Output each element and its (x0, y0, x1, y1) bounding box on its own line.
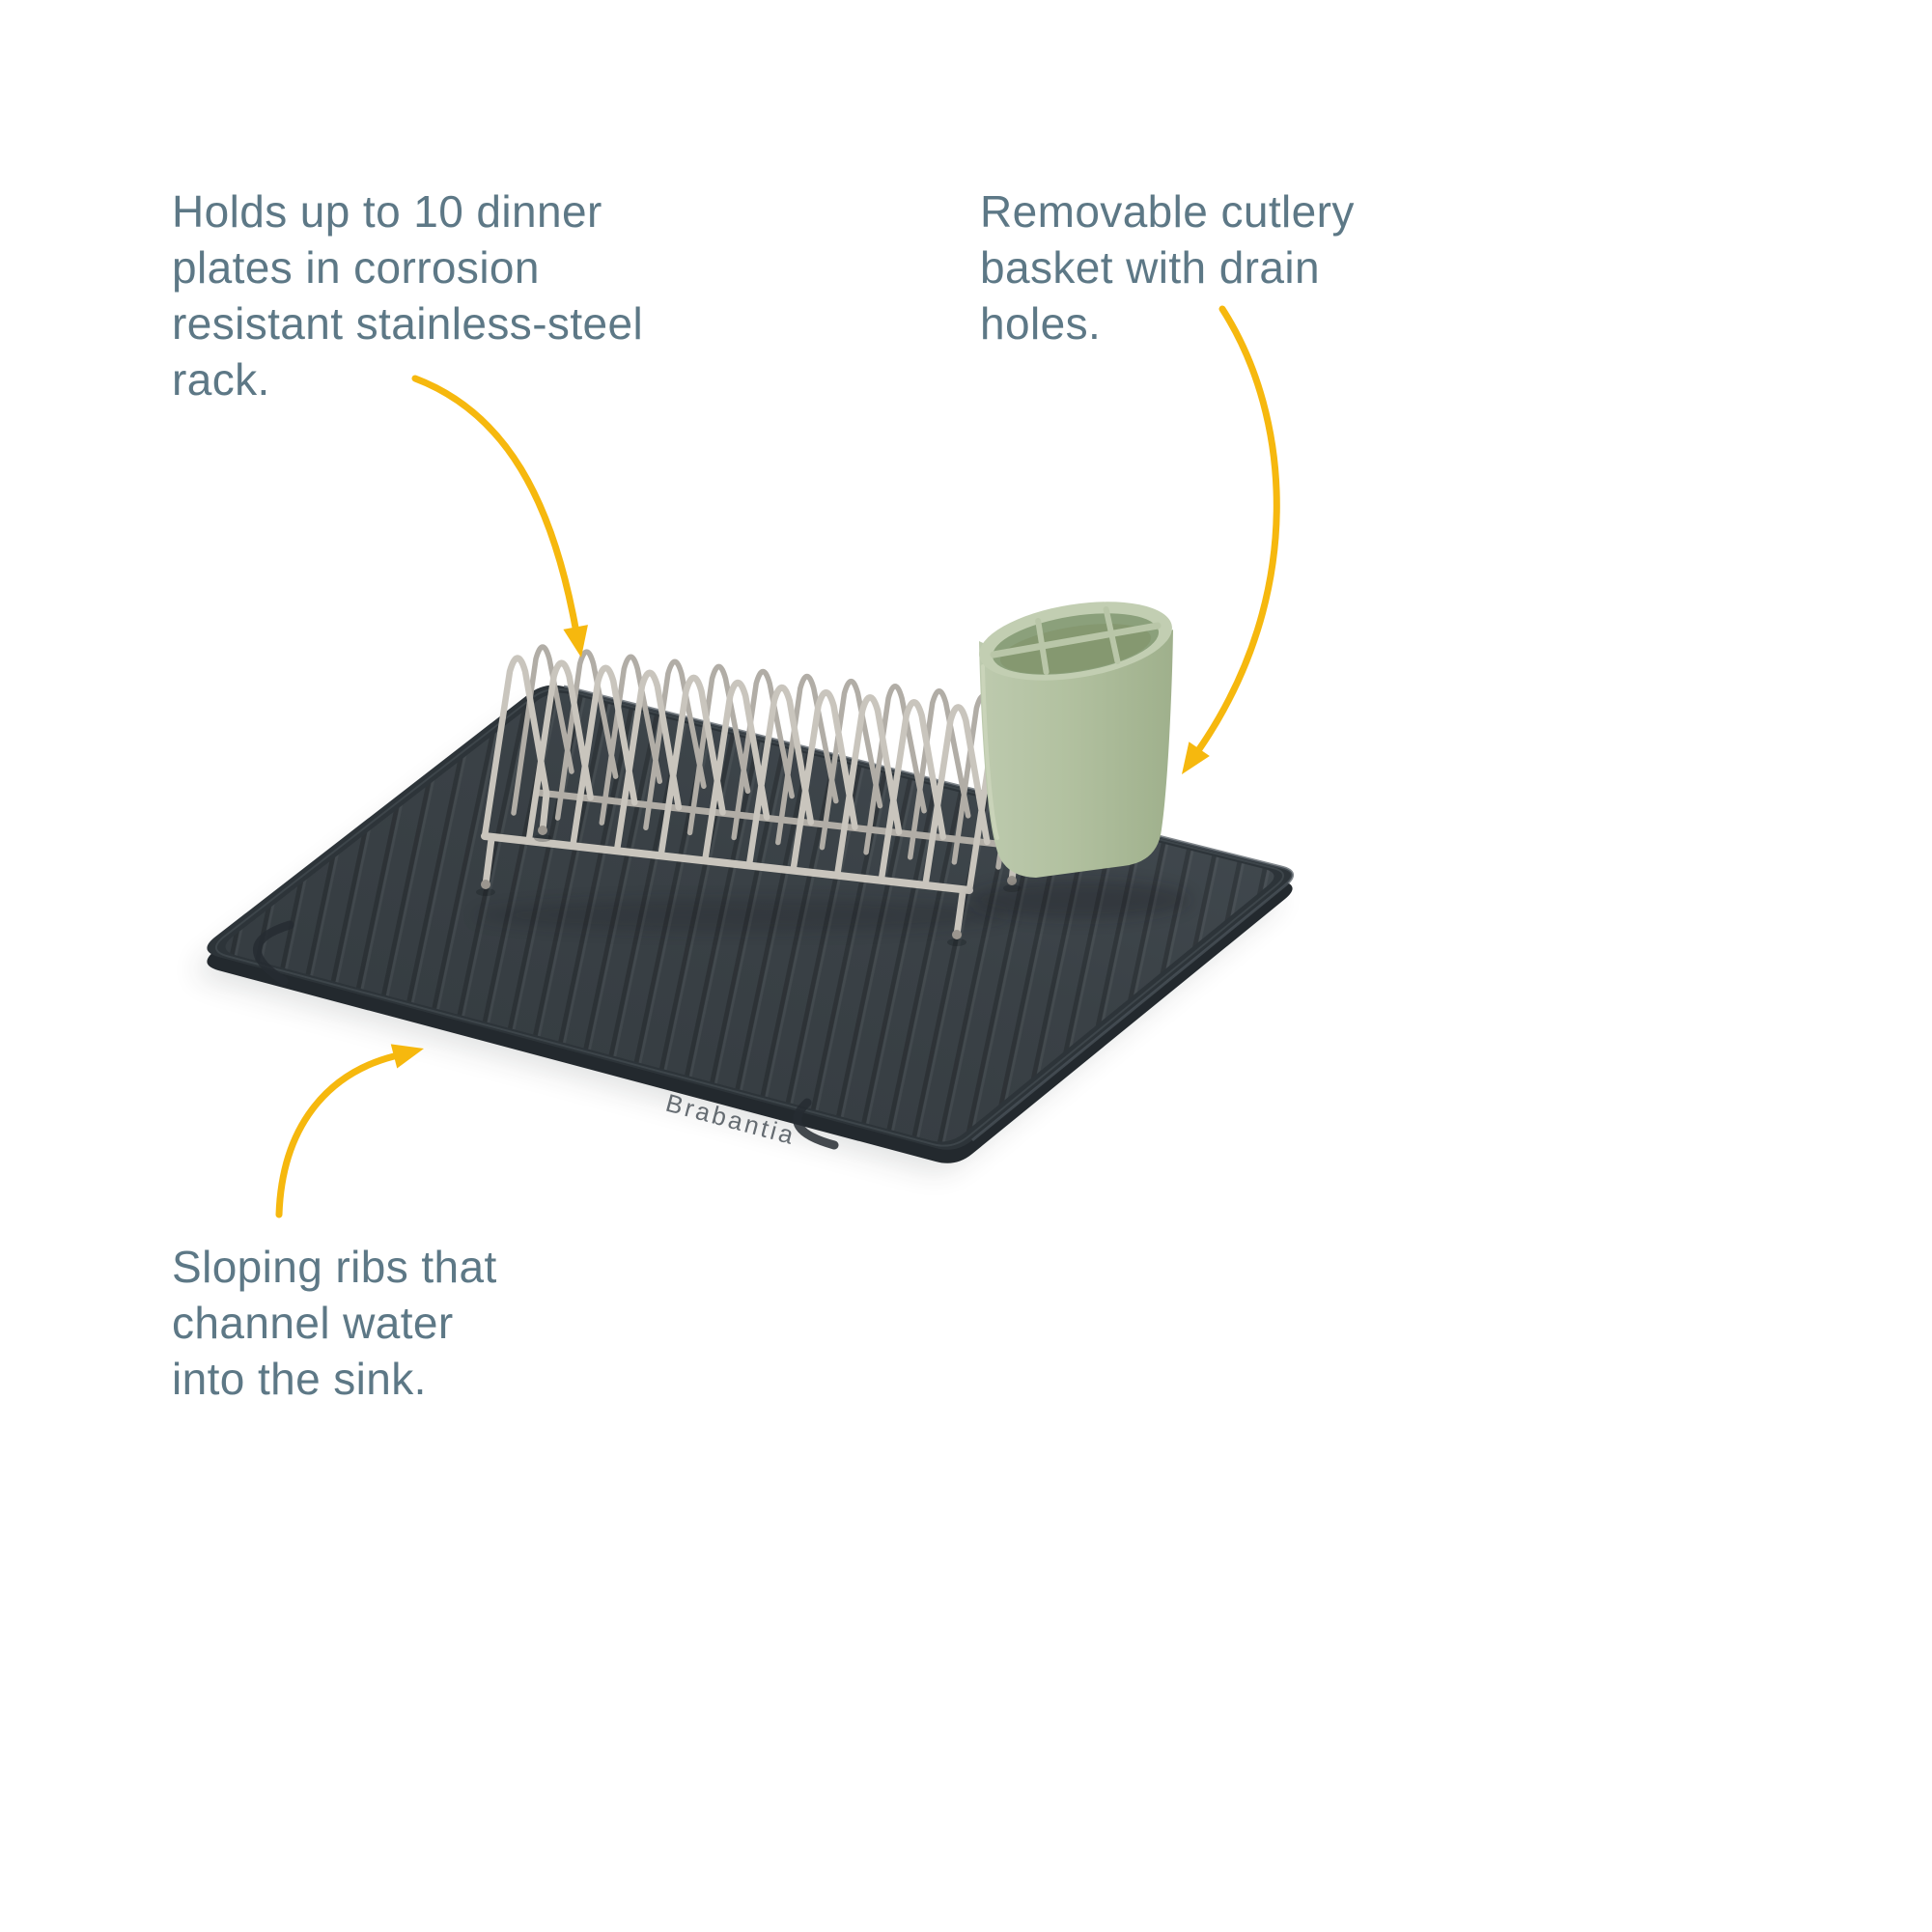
annotation-cutlery-basket: Removable cutlery basket with drain hole… (980, 186, 1355, 349)
basket-highlight (981, 664, 999, 840)
callout-arrow-sloping-ribs (275, 1044, 424, 1218)
plate-rack (473, 644, 1059, 946)
rack-wires (481, 644, 1059, 938)
board-front-handle-notch (793, 1098, 839, 1150)
annotation-sloping-ribs: Sloping ribs that channel water into the… (172, 1242, 497, 1404)
rack-shadow (473, 899, 1014, 932)
callout-arrow-plate-rack (411, 375, 588, 658)
annotation-plate-rack: Holds up to 10 dinner plates in corrosio… (172, 186, 644, 405)
callout-arrows (275, 305, 1280, 1218)
board-pour-spout-notch (253, 920, 294, 986)
board-back-wall-edge (563, 685, 1294, 1142)
cutlery-basket (968, 602, 1190, 919)
basket-body (979, 630, 1173, 878)
basket-shadow (968, 881, 1190, 919)
basket-dividers (990, 606, 1162, 675)
callout-arrow-cutlery-basket (1182, 305, 1280, 774)
